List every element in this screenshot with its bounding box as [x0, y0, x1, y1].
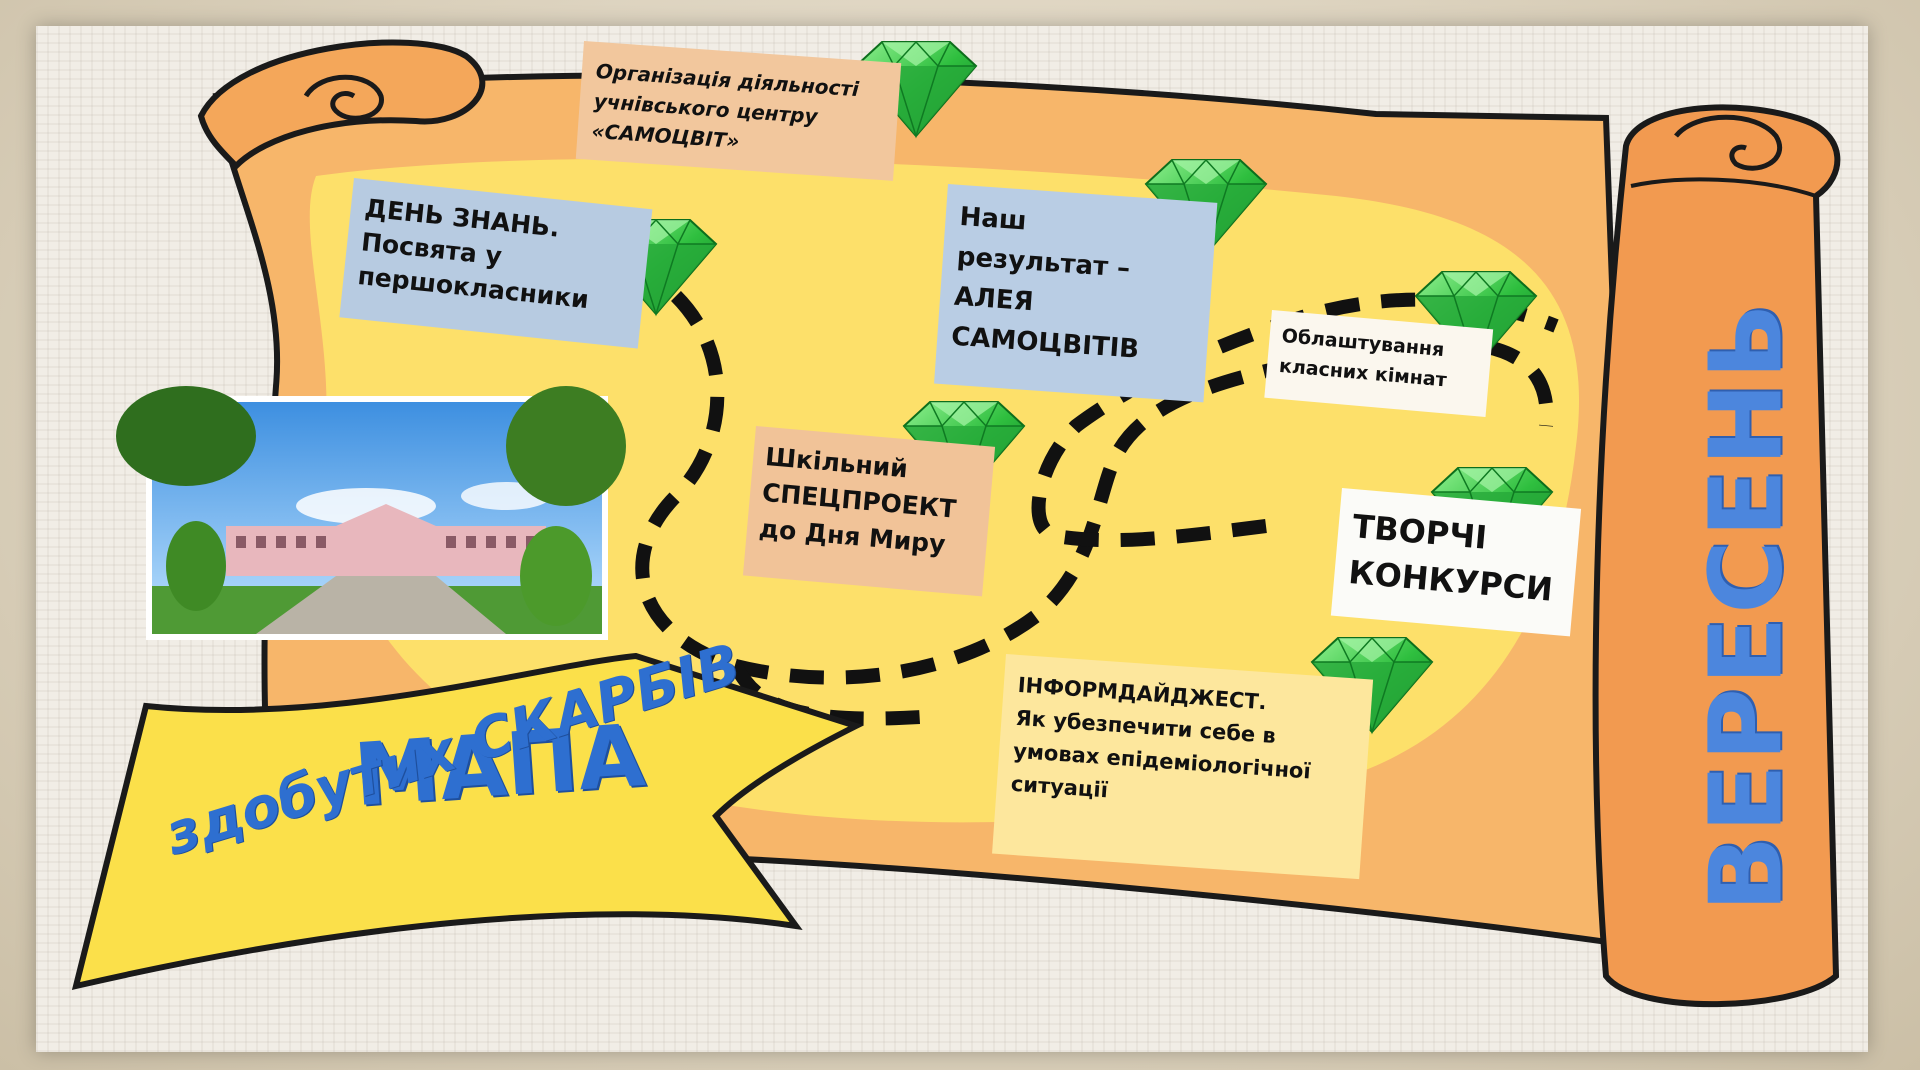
slide: Організація діяльності учнівського центр… — [36, 26, 1868, 1052]
title-banner — [71, 652, 864, 991]
card-creative-contests: ТВОРЧІ КОНКУРСИ — [1330, 488, 1582, 637]
card-special-project: Шкільний СПЕЦПРОЕКТ до Дня Миру — [742, 426, 996, 597]
card-result: Наш результат – АЛЕЯ САМОЦВІТІВ — [934, 184, 1218, 403]
card-organization: Організація діяльності учнівського центр… — [575, 41, 902, 181]
card-infodigest: ІНФОРМДАЙДЖЕСТ. Як убезпечити себе в умо… — [992, 654, 1374, 880]
month-label: ВЕРЕСЕНЬ — [1687, 300, 1805, 912]
school-building-photo — [116, 386, 626, 640]
